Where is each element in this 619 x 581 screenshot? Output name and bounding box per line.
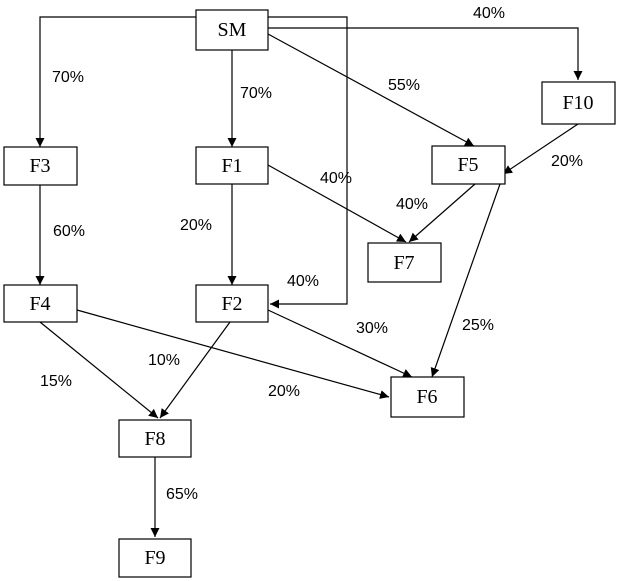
node-label-f9: F9 bbox=[144, 547, 165, 569]
edge-sm-f5 bbox=[267, 33, 475, 147]
edge-label-sm-f5: 55% bbox=[388, 77, 420, 94]
edge-sm-f10 bbox=[268, 27, 583, 80]
edge-label-f2-f8: 10% bbox=[148, 352, 180, 369]
node-f6: F6 bbox=[390, 376, 465, 418]
edge-f5-f7 bbox=[408, 183, 476, 243]
edge-label-sm-f3: 70% bbox=[52, 69, 84, 86]
edge-label-f1-f2: 20% bbox=[180, 217, 212, 234]
node-label-f6: F6 bbox=[416, 386, 437, 408]
edge-label-f8-f9: 65% bbox=[166, 486, 198, 503]
node-f7: F7 bbox=[367, 242, 442, 283]
node-label-f2: F2 bbox=[221, 293, 242, 315]
edge-f10-f5 bbox=[502, 123, 579, 175]
edge-label-f5-f7: 40% bbox=[396, 196, 428, 213]
edge-f4-f6 bbox=[76, 309, 390, 399]
edge-f2-f8 bbox=[159, 321, 231, 419]
edge-label-sm-f2: 40% bbox=[287, 273, 319, 290]
edges bbox=[35, 16, 583, 537]
edge-labels: 70% 70% 55% 40% 40% 20% 40% 20% 40% 25% … bbox=[40, 5, 583, 503]
node-f9: F9 bbox=[118, 538, 192, 578]
node-sm: SM bbox=[195, 9, 269, 51]
node-label-f10: F10 bbox=[562, 92, 593, 114]
edge-label-f4-f8: 15% bbox=[40, 373, 72, 390]
edge-label-f3-f4: 60% bbox=[53, 223, 85, 240]
edge-f1-f7 bbox=[267, 164, 407, 243]
node-label-sm: SM bbox=[218, 19, 247, 41]
edge-label-f5-f6: 25% bbox=[462, 317, 494, 334]
edge-sm-f3 bbox=[35, 16, 196, 147]
edge-label-f4-f6: 20% bbox=[268, 383, 300, 400]
node-f8: F8 bbox=[118, 419, 192, 458]
node-f4: F4 bbox=[3, 284, 78, 323]
node-label-f7: F7 bbox=[393, 252, 414, 274]
node-label-f3: F3 bbox=[29, 155, 50, 177]
node-label-f1: F1 bbox=[221, 155, 242, 177]
edge-sm-f2 bbox=[268, 16, 348, 309]
node-f10: F10 bbox=[541, 81, 616, 125]
edge-label-f1-f7: 40% bbox=[320, 170, 352, 187]
node-f3: F3 bbox=[3, 146, 78, 186]
node-f2: F2 bbox=[195, 284, 269, 323]
node-label-f8: F8 bbox=[144, 428, 165, 450]
edge-label-f10-f5: 20% bbox=[551, 153, 583, 170]
edge-label-f2-f6: 30% bbox=[356, 320, 388, 337]
node-f5: F5 bbox=[431, 145, 506, 185]
edge-label-sm-f1: 70% bbox=[240, 85, 272, 102]
edge-f2-f6 bbox=[267, 309, 413, 378]
node-label-f5: F5 bbox=[457, 154, 478, 176]
edge-f4-f8 bbox=[39, 321, 159, 419]
nodes: SM F10 F3 F1 F5 F7 F4 F2 bbox=[3, 9, 616, 578]
edge-f5-f6 bbox=[430, 183, 501, 378]
edge-label-sm-f10: 40% bbox=[473, 5, 505, 22]
node-f1: F1 bbox=[195, 146, 269, 185]
node-label-f4: F4 bbox=[29, 293, 50, 315]
